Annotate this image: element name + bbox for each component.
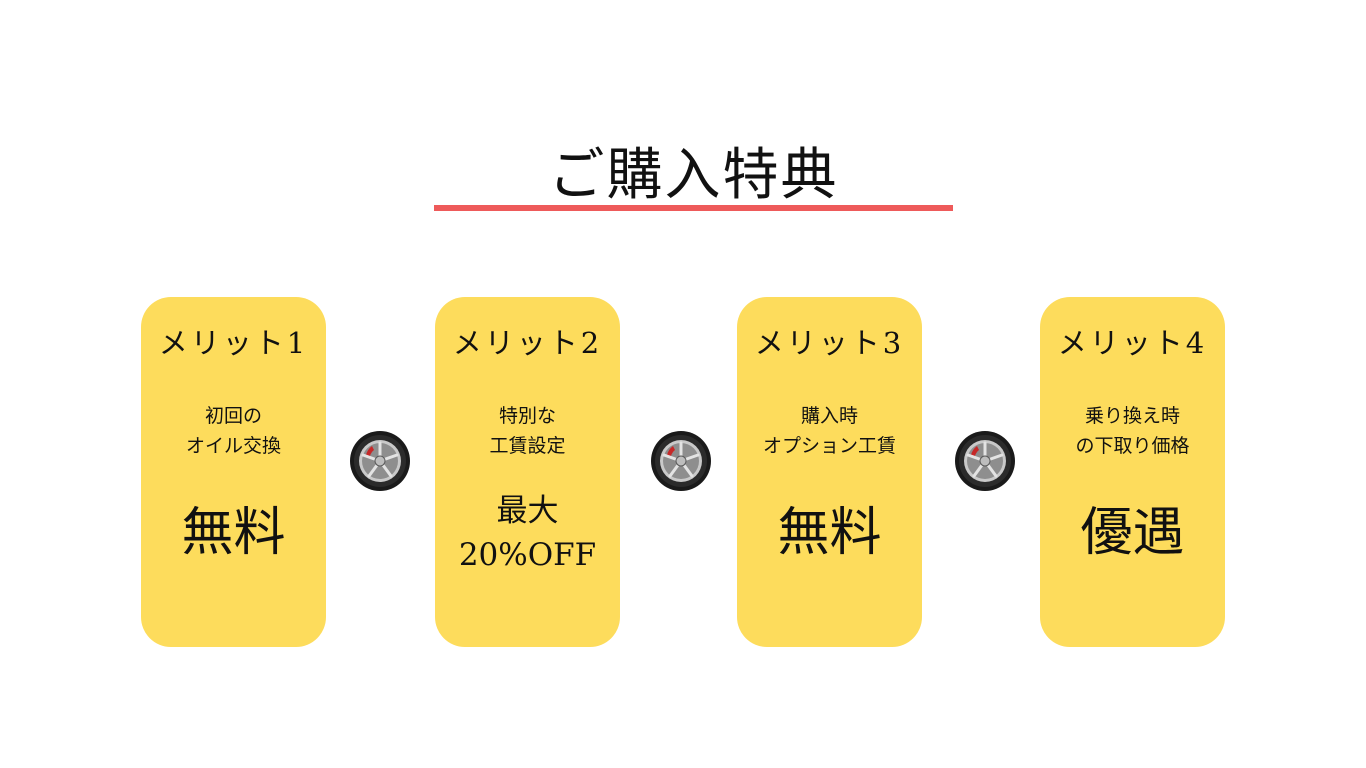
merit-description-line: 特別な: [498, 405, 556, 427]
title-underline: [434, 205, 953, 211]
merit-card-heading: メリット2: [452, 326, 603, 360]
merit-card-value: 無料: [141, 493, 326, 573]
merit-card-description: 乗り換え時 の下取り価格: [1040, 401, 1225, 461]
car-wheel-icon: [955, 431, 1015, 491]
merit-card-value: 無料: [737, 493, 922, 573]
merit-description-line: 購入時: [800, 405, 858, 427]
car-wheel-icon: [651, 431, 711, 491]
merit-card-description: 購入時 オプション工賃: [737, 401, 922, 461]
merit-card-heading: メリット3: [754, 326, 905, 360]
car-wheel-icon: [350, 431, 410, 491]
merit-value-line: 無料: [181, 503, 286, 563]
merit-card-description: 初回の オイル交換: [141, 401, 326, 461]
merit-card-1: メリット1 初回の オイル交換 無料: [141, 297, 326, 647]
merit-description-line: 工賃設定: [489, 435, 566, 457]
merit-card-2: メリット2 特別な 工賃設定 最大 20%OFF: [435, 297, 620, 647]
merit-card-3: メリット3 購入時 オプション工賃 無料: [737, 297, 922, 647]
merit-description-line: オイル交換: [185, 435, 281, 457]
merit-card-heading: メリット1: [158, 326, 309, 360]
page-title: ご購入特典: [548, 143, 839, 208]
merit-card-description: 特別な 工賃設定: [435, 401, 620, 461]
merit-card-value: 最大 20%OFF: [435, 489, 620, 577]
merit-description-line: オプション工賃: [762, 435, 896, 457]
merit-value-line: 20%OFF: [458, 537, 597, 573]
merit-description-line: 乗り換え時: [1084, 405, 1180, 427]
merit-description-line: 初回の: [204, 405, 262, 427]
merit-card-value: 優遇: [1040, 493, 1225, 573]
merit-value-line: 無料: [777, 503, 882, 563]
merit-card-heading: メリット4: [1057, 326, 1208, 360]
merit-description-line: の下取り価格: [1075, 435, 1190, 457]
merit-card-4: メリット4 乗り換え時 の下取り価格 優遇: [1040, 297, 1225, 647]
merit-value-line: 優遇: [1080, 503, 1185, 563]
merit-value-line: 最大: [496, 493, 559, 529]
